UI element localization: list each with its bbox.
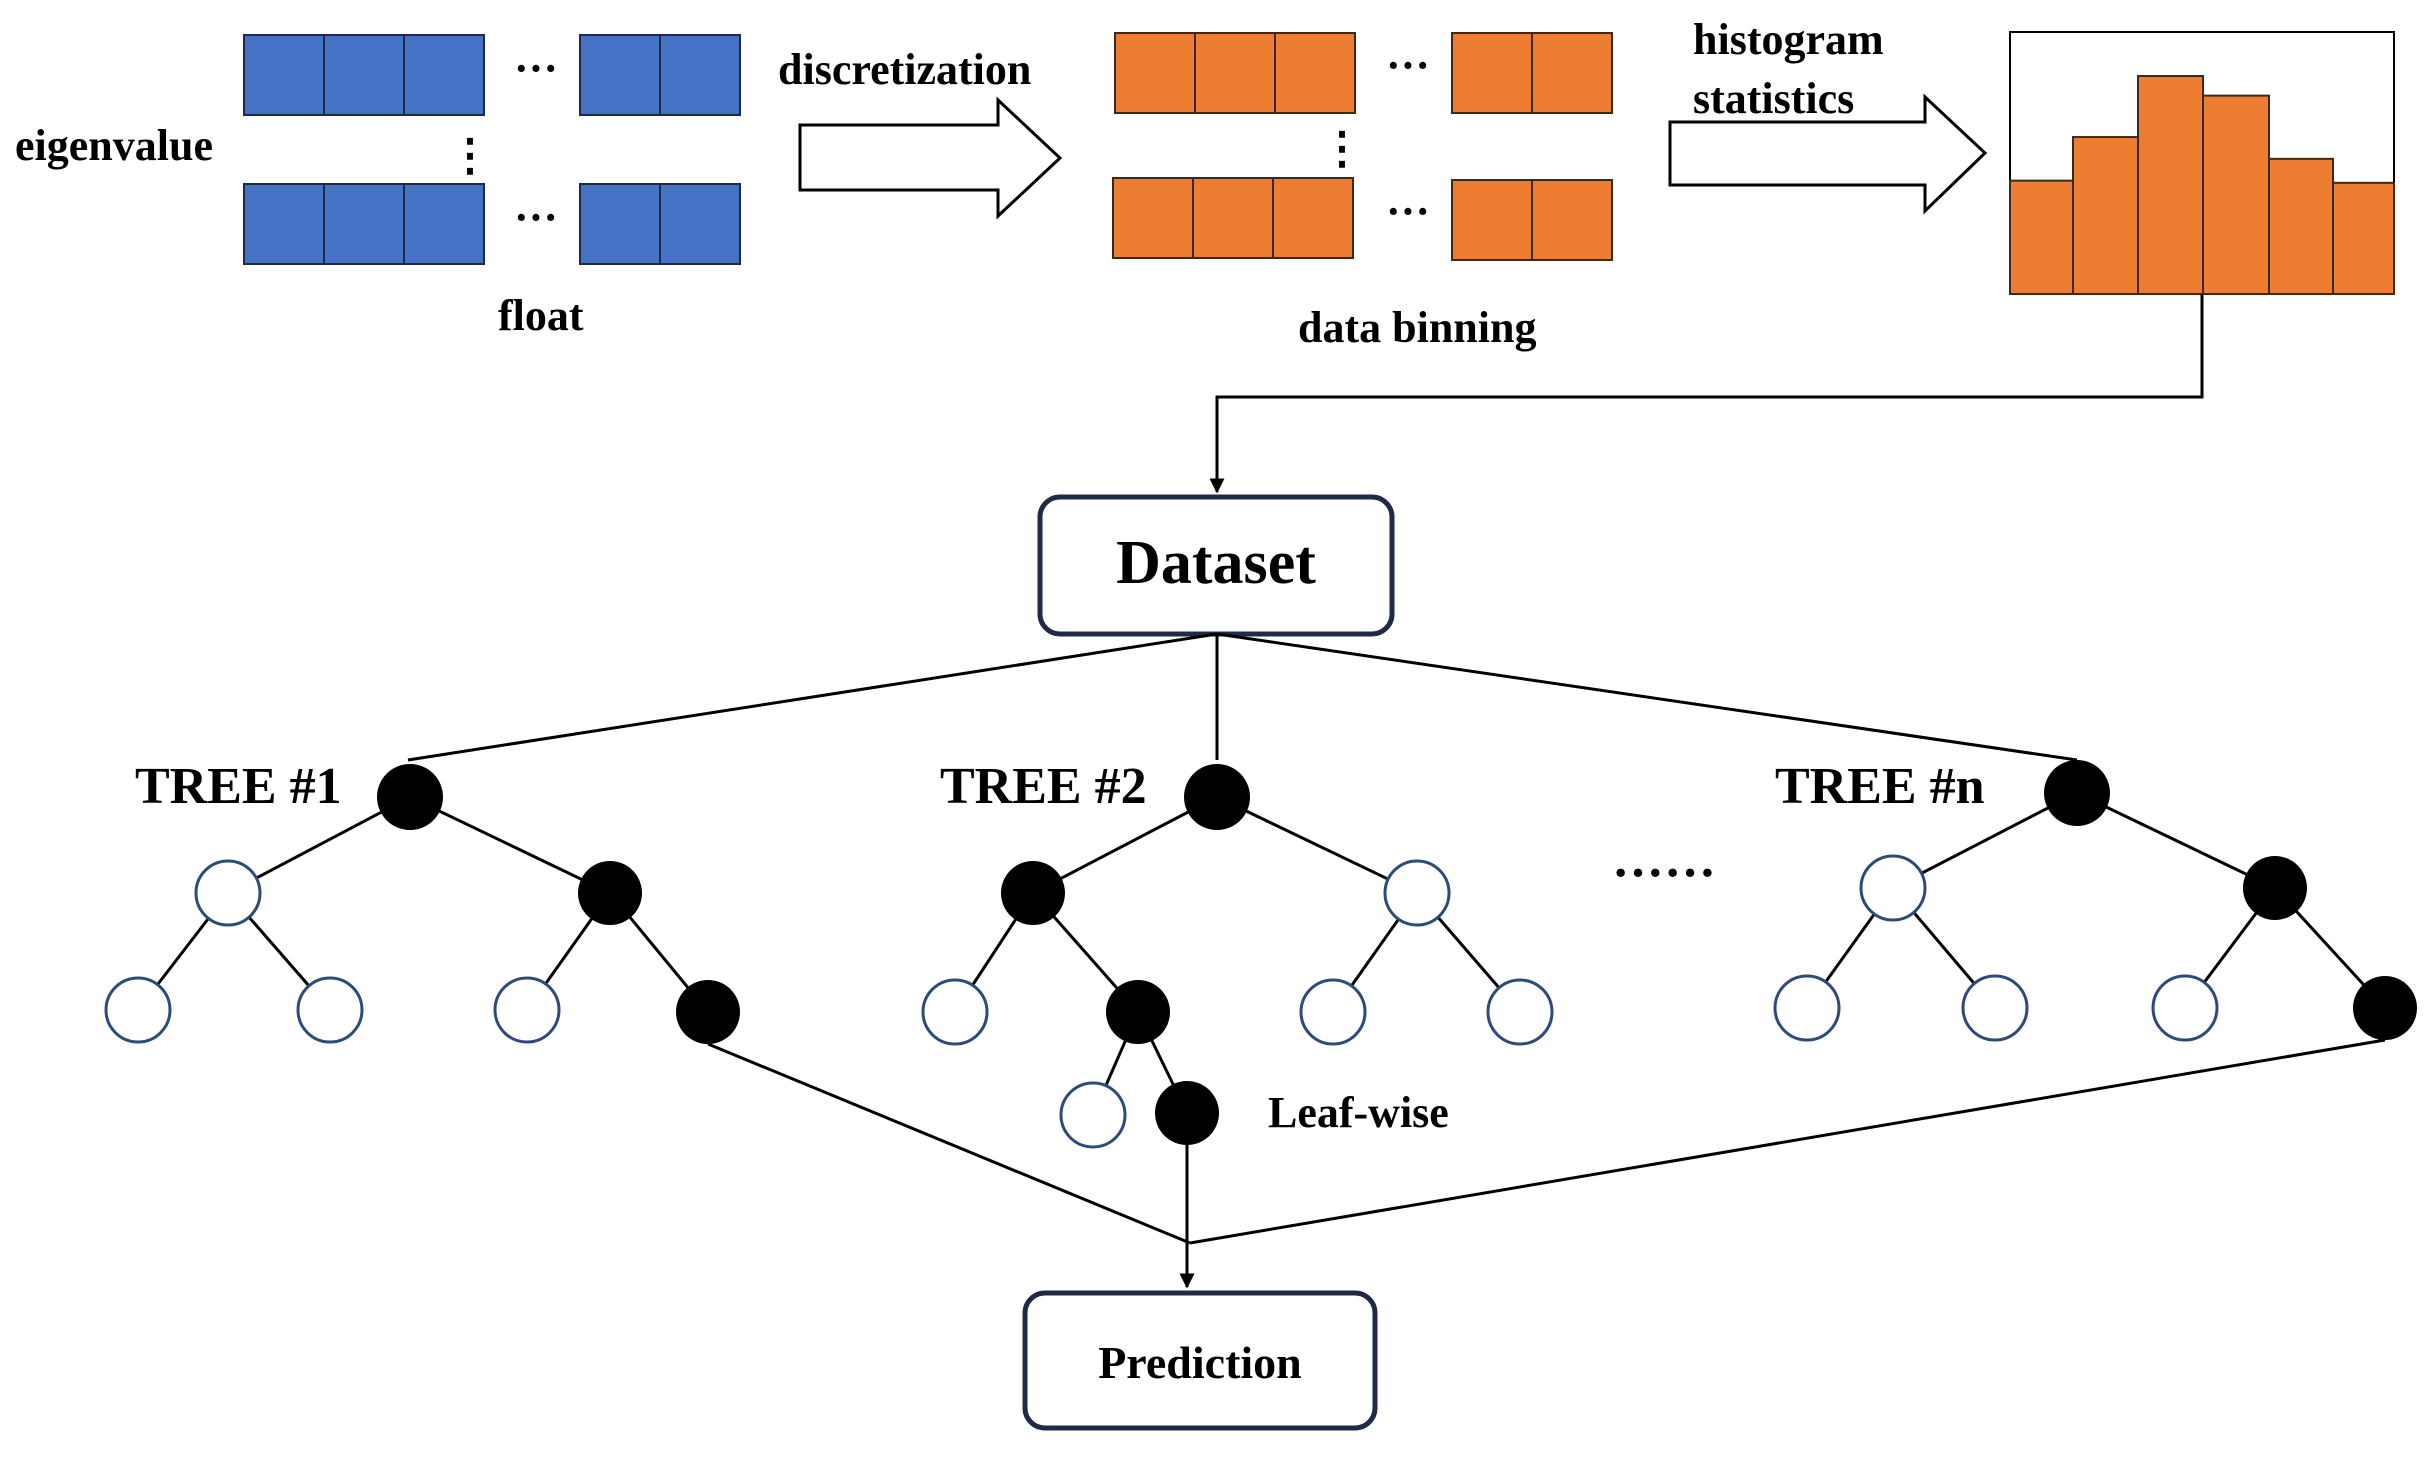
leaf-wise-label: Leaf-wise: [1268, 1088, 1449, 1137]
histogram-bar: [2268, 157, 2334, 295]
histogram-bar: [2072, 136, 2139, 295]
bin-cell: [1192, 177, 1274, 259]
float-array-row-1: ···: [243, 34, 741, 116]
tree-node-empty: [1059, 1081, 1127, 1149]
tree-n-label: TREE #n: [1775, 758, 1985, 815]
tree-node-filled: [377, 764, 443, 830]
tree-node-empty: [194, 859, 262, 927]
tree-node-empty: [2151, 974, 2219, 1042]
bin-cell: [1531, 32, 1613, 114]
bin-cell: [1531, 179, 1613, 261]
histogram-label-line2: statistics: [1693, 74, 1854, 123]
prediction-box: [1022, 1290, 1378, 1431]
histogram-bar: [2137, 75, 2204, 295]
tree-node-empty: [1299, 978, 1367, 1046]
float-cell: [403, 183, 485, 265]
tree-node-filled: [578, 861, 642, 925]
float-cell: [243, 34, 325, 116]
float-cell: [323, 183, 405, 265]
prediction-label: Prediction: [1098, 1337, 1302, 1388]
ellipsis-vertical: ⋮: [1320, 124, 1364, 173]
tree-node-filled: [2044, 760, 2110, 826]
tree-1-label: TREE #1: [135, 758, 342, 815]
bin-cell: [1451, 32, 1533, 114]
histogram-arrow: [1668, 93, 1988, 215]
float-cell: [579, 183, 661, 265]
histogram-bars: [2009, 75, 2395, 296]
ellipsis-horizontal: ···: [514, 44, 558, 93]
tree-node-filled: [1184, 764, 1250, 830]
treen-leaf-to-merge: [1189, 1038, 2386, 1245]
bin-cell: [1451, 179, 1533, 261]
float-cell: [659, 34, 741, 116]
ellipsis-vertical: ⋮: [448, 131, 492, 180]
bin-cell: [1194, 32, 1276, 114]
dataset-to-treen: [1216, 632, 2078, 762]
data-binning-label: data binning: [1298, 303, 1536, 352]
tree-node-empty: [296, 976, 364, 1044]
tree-node-empty: [1383, 859, 1451, 927]
tree-n: TREE #n: [1773, 758, 2417, 1042]
float-cell: [579, 34, 661, 116]
histogram-bar: [2009, 179, 2074, 295]
tree-node-filled: [2243, 856, 2307, 920]
bin-cell: [1114, 32, 1196, 114]
trees-ellipsis: ······: [1612, 845, 1716, 902]
bin-cell: [1272, 177, 1354, 259]
bin-cell: [1274, 32, 1356, 114]
histogram: [2009, 31, 2395, 296]
histogram-label-line1: histogram: [1693, 15, 1884, 64]
tree-node-empty: [1773, 974, 1841, 1042]
tree-2: TREE #2 Leaf-wise: [921, 758, 1554, 1149]
tree-node-empty: [104, 976, 172, 1044]
tree-node-empty: [921, 978, 989, 1046]
histogram-bar: [2202, 94, 2270, 296]
tree-node-empty: [1486, 978, 1554, 1046]
discretization-arrow: [798, 96, 1063, 220]
tree-node-empty: [1859, 854, 1927, 922]
float-cell: [403, 34, 485, 116]
float-cell: [659, 183, 741, 265]
tree-node-filled: [676, 980, 740, 1044]
tree-node-empty: [493, 976, 561, 1044]
tree1-leaf-to-merge: [707, 1042, 1191, 1245]
eigenvalue-label: eigenvalue: [15, 121, 213, 170]
tree-node-filled: [1106, 980, 1170, 1044]
tree-node-filled: [2353, 976, 2417, 1040]
discretization-label: discretization: [778, 45, 1031, 94]
histogram-bar: [2332, 181, 2395, 296]
float-cell: [243, 183, 325, 265]
ellipsis-horizontal: ···: [1386, 41, 1430, 90]
tree-node-empty: [1961, 974, 2029, 1042]
ellipsis-horizontal: ···: [1386, 187, 1430, 236]
tree-node-filled: [1155, 1081, 1219, 1145]
bin-cell: [1112, 177, 1194, 259]
tree-1: TREE #1: [104, 758, 740, 1044]
tree-node-filled: [1001, 861, 1065, 925]
float-label: float: [498, 291, 584, 340]
bin-array-row-1: ···: [1114, 32, 1613, 114]
tree-2-label: TREE #2: [940, 758, 1147, 815]
float-array-row-2: ···: [243, 183, 741, 265]
bin-array-row-2: ···: [1112, 177, 1613, 261]
dataset-label: Dataset: [1116, 529, 1316, 597]
histogram-to-dataset-connector: [1209, 294, 2204, 494]
dataset-to-tree1: [407, 632, 1218, 762]
float-cell: [323, 34, 405, 116]
ellipsis-horizontal: ···: [514, 193, 558, 242]
